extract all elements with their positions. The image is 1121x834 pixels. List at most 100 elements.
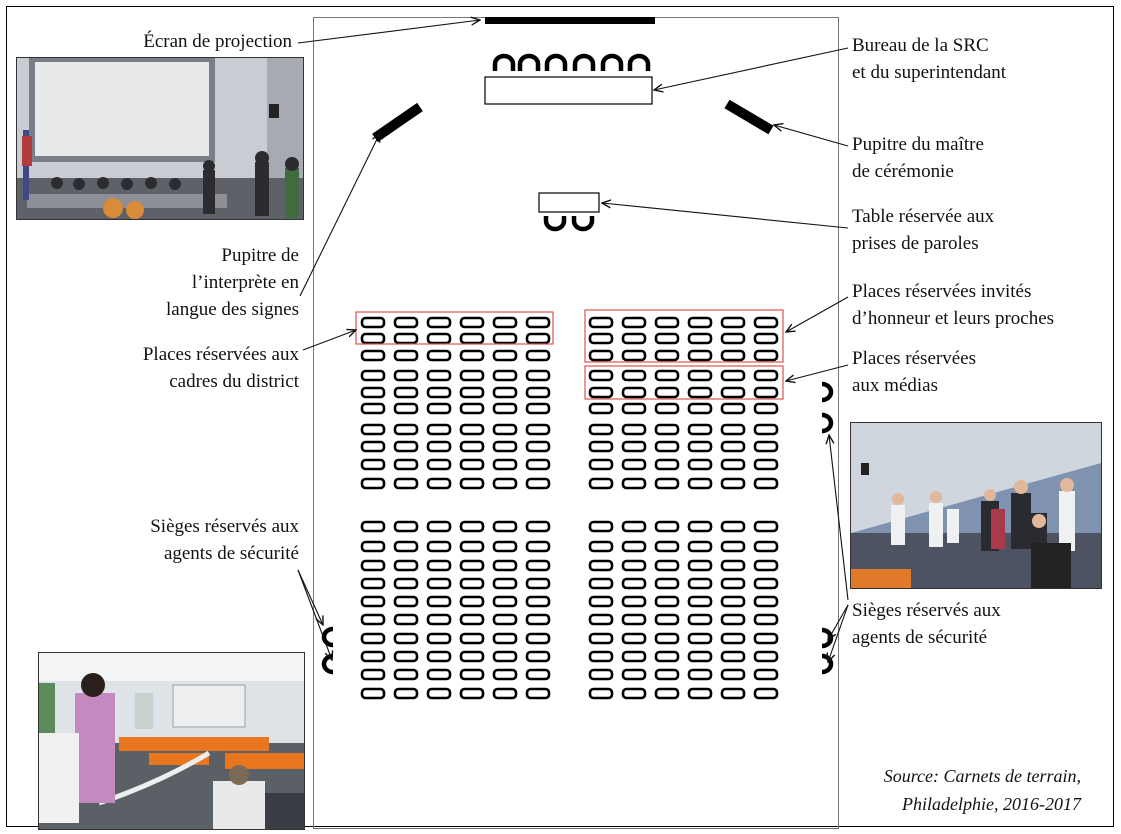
- audience-seat: [360, 402, 386, 415]
- audience-seat: [654, 577, 680, 590]
- audience-seat: [753, 332, 779, 345]
- audience-seat: [687, 402, 713, 415]
- audience-seat: [525, 540, 551, 553]
- audience-seat: [426, 577, 452, 590]
- audience-seat: [588, 402, 614, 415]
- audience-seat: [426, 477, 452, 490]
- audience-seat: [426, 520, 452, 533]
- audience-seat: [525, 440, 551, 453]
- audience-seat: [492, 369, 518, 382]
- audience-seat: [525, 477, 551, 490]
- audience-seat: [426, 402, 452, 415]
- arrow-interpreter: [299, 133, 380, 297]
- audience-seat: [621, 595, 647, 608]
- audience-seat: [753, 477, 779, 490]
- audience-seat: [525, 423, 551, 436]
- audience-seat: [459, 402, 485, 415]
- audience-seat: [360, 613, 386, 626]
- audience-seat: [492, 349, 518, 362]
- arrow-screen: [297, 20, 480, 44]
- audience-seat: [459, 520, 485, 533]
- audience-seat: [525, 349, 551, 362]
- audience-seat: [459, 540, 485, 553]
- audience-seat: [459, 687, 485, 700]
- bureau-chair: [627, 53, 651, 71]
- audience-seat: [687, 440, 713, 453]
- audience-seat: [393, 402, 419, 415]
- audience-seat: [621, 613, 647, 626]
- audience-seat: [753, 440, 779, 453]
- audience-seat: [687, 316, 713, 329]
- audience-seat: [426, 386, 452, 399]
- audience-seat: [687, 332, 713, 345]
- security-seat: [821, 412, 834, 434]
- bureau-chair: [492, 53, 516, 71]
- audience-seat: [720, 613, 746, 626]
- audience-seat: [720, 332, 746, 345]
- audience-seat: [621, 386, 647, 399]
- audience-seat: [393, 632, 419, 645]
- audience-seat: [360, 477, 386, 490]
- arrow-security-right-1: [829, 435, 849, 601]
- audience-seat: [588, 540, 614, 553]
- audience-seat: [393, 369, 419, 382]
- audience-seat: [492, 540, 518, 553]
- audience-seat: [753, 349, 779, 362]
- audience-seat: [360, 559, 386, 572]
- audience-seat: [393, 577, 419, 590]
- audience-seat: [687, 458, 713, 471]
- audience-seat: [621, 650, 647, 663]
- audience-seat: [588, 332, 614, 345]
- audience-seat: [720, 458, 746, 471]
- audience-seat: [525, 577, 551, 590]
- audience-seat: [687, 577, 713, 590]
- audience-seat: [459, 423, 485, 436]
- audience-seat: [621, 458, 647, 471]
- audience-seat: [525, 458, 551, 471]
- audience-seat: [753, 595, 779, 608]
- audience-seat: [687, 687, 713, 700]
- audience-seat: [753, 458, 779, 471]
- audience-seat: [621, 477, 647, 490]
- arrow-security-left-2: [297, 569, 332, 660]
- audience-seat: [720, 477, 746, 490]
- audience-seat: [426, 540, 452, 553]
- audience-seat: [525, 613, 551, 626]
- audience-seat: [360, 687, 386, 700]
- label-screen: Écran de projection: [143, 31, 292, 52]
- audience-seat: [720, 559, 746, 572]
- audience-seat: [393, 386, 419, 399]
- audience-seat: [687, 369, 713, 382]
- audience-seat: [588, 577, 614, 590]
- audience-seat: [687, 540, 713, 553]
- audience-seat: [492, 332, 518, 345]
- audience-seat: [687, 595, 713, 608]
- audience-seat: [360, 632, 386, 645]
- audience-seat: [360, 349, 386, 362]
- audience-seat: [720, 386, 746, 399]
- audience-seat: [492, 423, 518, 436]
- audience-seat: [525, 668, 551, 681]
- audience-seat: [753, 687, 779, 700]
- audience-seat: [426, 650, 452, 663]
- audience-seat: [753, 369, 779, 382]
- audience-seat: [525, 632, 551, 645]
- security-seat: [321, 626, 334, 648]
- audience-seat: [393, 458, 419, 471]
- audience-seat: [525, 386, 551, 399]
- audience-seat: [426, 316, 452, 329]
- audience-seat: [621, 687, 647, 700]
- audience-seat: [654, 540, 680, 553]
- audience-seat: [687, 650, 713, 663]
- audience-seat: [459, 440, 485, 453]
- audience-seat: [588, 520, 614, 533]
- audience-seat: [654, 349, 680, 362]
- audience-seat: [360, 458, 386, 471]
- audience-seat: [588, 650, 614, 663]
- audience-seat: [753, 316, 779, 329]
- audience-seat: [654, 369, 680, 382]
- audience-seat: [492, 668, 518, 681]
- audience-seat: [654, 613, 680, 626]
